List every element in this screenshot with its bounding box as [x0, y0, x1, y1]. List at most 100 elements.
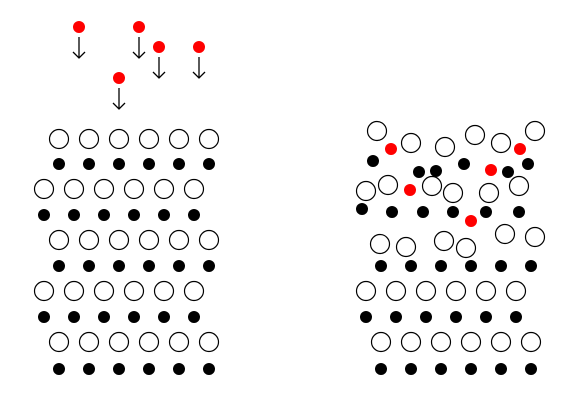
filled-circle-icon	[447, 206, 459, 218]
incident-particle-icon	[404, 184, 416, 196]
open-circle-icon	[48, 331, 70, 353]
filled-circle-icon	[203, 363, 215, 375]
filled-circle-icon	[203, 158, 215, 170]
open-circle-icon	[430, 331, 452, 353]
open-circle-icon	[475, 280, 497, 302]
open-circle-icon	[168, 229, 190, 251]
filled-circle-icon	[68, 311, 80, 323]
filled-circle-icon	[38, 311, 50, 323]
open-circle-icon	[123, 178, 145, 200]
filled-circle-icon	[83, 260, 95, 272]
open-circle-icon	[138, 128, 160, 150]
incident-particle-icon	[113, 72, 125, 84]
filled-circle-icon	[465, 363, 477, 375]
open-circle-icon	[63, 280, 85, 302]
filled-circle-icon	[417, 206, 429, 218]
open-circle-icon	[198, 128, 220, 150]
open-circle-icon	[153, 178, 175, 200]
filled-circle-icon	[143, 363, 155, 375]
incident-particle-icon	[153, 41, 165, 53]
open-circle-icon	[377, 174, 399, 196]
filled-circle-icon	[495, 260, 507, 272]
open-circle-icon	[400, 331, 422, 353]
filled-circle-icon	[143, 158, 155, 170]
filled-circle-icon	[458, 158, 470, 170]
open-circle-icon	[168, 331, 190, 353]
filled-circle-icon	[158, 311, 170, 323]
open-circle-icon	[198, 229, 220, 251]
filled-circle-icon	[53, 363, 65, 375]
open-circle-icon	[138, 229, 160, 251]
open-circle-icon	[421, 175, 443, 197]
filled-circle-icon	[38, 209, 50, 221]
left-lattice-panel	[33, 128, 220, 375]
incident-particle-icon	[465, 215, 477, 227]
filled-circle-icon	[386, 206, 398, 218]
open-circle-icon	[108, 331, 130, 353]
open-circle-icon	[93, 280, 115, 302]
arrow-down-icon	[192, 57, 206, 79]
open-circle-icon	[524, 120, 546, 142]
open-circle-icon	[433, 230, 455, 252]
incoming-particles	[72, 21, 206, 110]
incident-particle-icon	[193, 41, 205, 53]
right-lattice-panel	[355, 120, 546, 375]
open-circle-icon	[455, 237, 477, 259]
filled-circle-icon	[430, 165, 442, 177]
filled-circle-icon	[98, 209, 110, 221]
filled-circle-icon	[525, 260, 537, 272]
filled-circle-icon	[450, 311, 462, 323]
filled-circle-icon	[375, 363, 387, 375]
filled-circle-icon	[465, 260, 477, 272]
incident-particle-icon	[485, 164, 497, 176]
filled-circle-icon	[188, 209, 200, 221]
open-circle-icon	[78, 128, 100, 150]
filled-circle-icon	[480, 311, 492, 323]
open-circle-icon	[33, 280, 55, 302]
arrow-down-icon	[72, 37, 86, 59]
filled-circle-icon	[53, 158, 65, 170]
open-circle-icon	[355, 180, 377, 202]
open-circle-icon	[48, 128, 70, 150]
open-circle-icon	[505, 280, 527, 302]
filled-circle-icon	[113, 158, 125, 170]
filled-circle-icon	[502, 166, 514, 178]
incident-particle-icon	[73, 21, 85, 33]
filled-circle-icon	[510, 311, 522, 323]
incident-particle-icon	[133, 21, 145, 33]
open-circle-icon	[123, 280, 145, 302]
filled-circle-icon	[405, 260, 417, 272]
filled-circle-icon	[495, 363, 507, 375]
filled-circle-icon	[128, 209, 140, 221]
filled-circle-icon	[173, 363, 185, 375]
filled-circle-icon	[128, 311, 140, 323]
open-circle-icon	[524, 226, 546, 248]
filled-circle-icon	[420, 311, 432, 323]
open-circle-icon	[183, 280, 205, 302]
filled-circle-icon	[68, 209, 80, 221]
filled-circle-icon	[435, 363, 447, 375]
open-circle-icon	[108, 229, 130, 251]
open-circle-icon	[445, 280, 467, 302]
incident-particle-icon	[385, 143, 397, 155]
filled-circle-icon	[83, 158, 95, 170]
filled-circle-icon	[83, 363, 95, 375]
filled-circle-icon	[98, 311, 110, 323]
open-circle-icon	[366, 120, 388, 142]
filled-circle-icon	[113, 363, 125, 375]
filled-circle-icon	[143, 260, 155, 272]
open-circle-icon	[494, 223, 516, 245]
filled-circle-icon	[435, 260, 447, 272]
filled-circle-icon	[173, 158, 185, 170]
open-circle-icon	[138, 331, 160, 353]
open-circle-icon	[198, 331, 220, 353]
open-circle-icon	[464, 124, 486, 146]
open-circle-icon	[370, 331, 392, 353]
open-circle-icon	[385, 280, 407, 302]
open-circle-icon	[183, 178, 205, 200]
filled-circle-icon	[413, 166, 425, 178]
filled-circle-icon	[203, 260, 215, 272]
filled-circle-icon	[390, 311, 402, 323]
open-circle-icon	[93, 178, 115, 200]
open-circle-icon	[153, 280, 175, 302]
